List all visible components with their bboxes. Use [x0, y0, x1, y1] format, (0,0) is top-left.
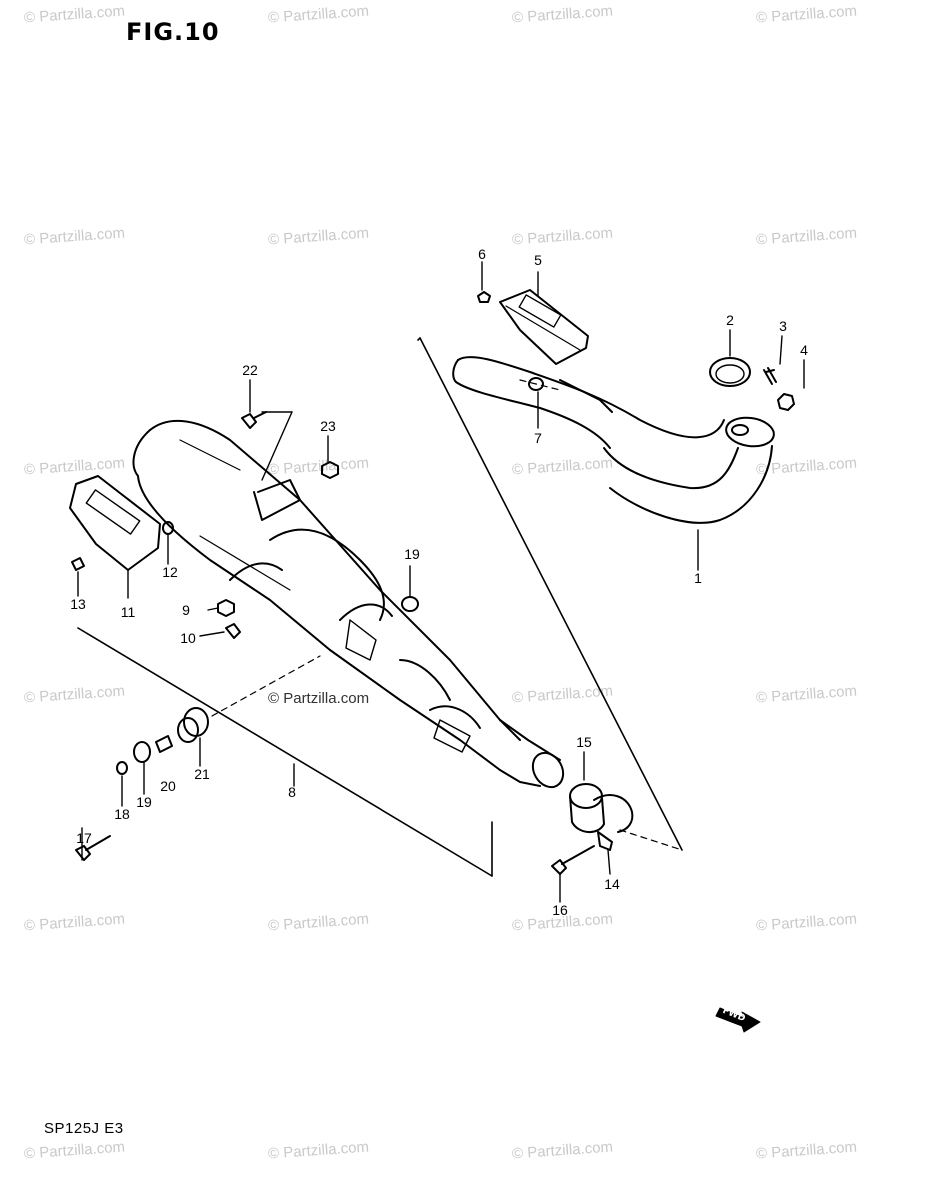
callout-17[interactable]: 17 — [76, 830, 92, 846]
washer — [401, 596, 419, 612]
callout-14[interactable]: 14 — [604, 876, 620, 892]
callout-1[interactable]: 1 — [694, 570, 702, 586]
callout-18[interactable]: 18 — [114, 806, 130, 822]
assembly-dash — [211, 379, 683, 851]
exhaust-pipe — [452, 356, 775, 524]
callout-4[interactable]: 4 — [800, 342, 808, 358]
callout-23[interactable]: 23 — [320, 418, 336, 434]
callout-9[interactable]: 9 — [182, 602, 190, 618]
muffler-connector — [569, 783, 605, 833]
cushion — [177, 707, 209, 743]
gasket-inner — [715, 364, 745, 384]
lock-washer — [116, 761, 128, 775]
clamp — [593, 794, 634, 851]
screw — [477, 291, 491, 303]
callout-8[interactable]: 8 — [288, 784, 296, 800]
center-watermark: © Partzilla.com — [268, 690, 370, 707]
washer — [133, 741, 151, 763]
flange-nut — [777, 393, 795, 411]
callout-20[interactable]: 20 — [160, 778, 176, 794]
fwd-arrow-icon — [715, 1007, 761, 1033]
callout-2[interactable]: 2 — [726, 312, 734, 328]
collar — [155, 735, 173, 753]
figure-title: FIG.10 — [126, 18, 220, 46]
muffler-bolt — [241, 411, 267, 429]
callout-15[interactable]: 15 — [576, 734, 592, 750]
callout-21[interactable]: 21 — [194, 766, 210, 782]
gasket — [709, 357, 751, 387]
clamp-bolt — [551, 845, 595, 875]
nut — [217, 599, 235, 617]
muffler-nut — [321, 461, 339, 479]
stud-bolt — [763, 367, 777, 385]
callout-3[interactable]: 3 — [779, 318, 787, 334]
callout-12[interactable]: 12 — [162, 564, 178, 580]
bolt — [71, 557, 85, 571]
washer — [528, 377, 544, 391]
muffler-protector — [69, 475, 161, 571]
callout-5[interactable]: 5 — [534, 252, 542, 268]
callout-11[interactable]: 11 — [120, 604, 136, 620]
callout-7[interactable]: 7 — [534, 430, 542, 446]
model-code: SP125J E3 — [44, 1120, 124, 1137]
pipe-protector — [499, 289, 589, 365]
callout-19a[interactable]: 19 — [136, 794, 152, 810]
muffler — [132, 419, 565, 789]
callout-13[interactable]: 13 — [70, 596, 86, 612]
assembly-outline — [77, 337, 683, 877]
callout-22[interactable]: 22 — [242, 362, 258, 378]
leader-lines — [77, 261, 805, 903]
callout-6[interactable]: 6 — [478, 246, 486, 262]
callout-19b[interactable]: 19 — [404, 546, 420, 562]
callout-10[interactable]: 10 — [180, 630, 196, 646]
bolt — [225, 623, 241, 639]
callout-16[interactable]: 16 — [552, 902, 568, 918]
